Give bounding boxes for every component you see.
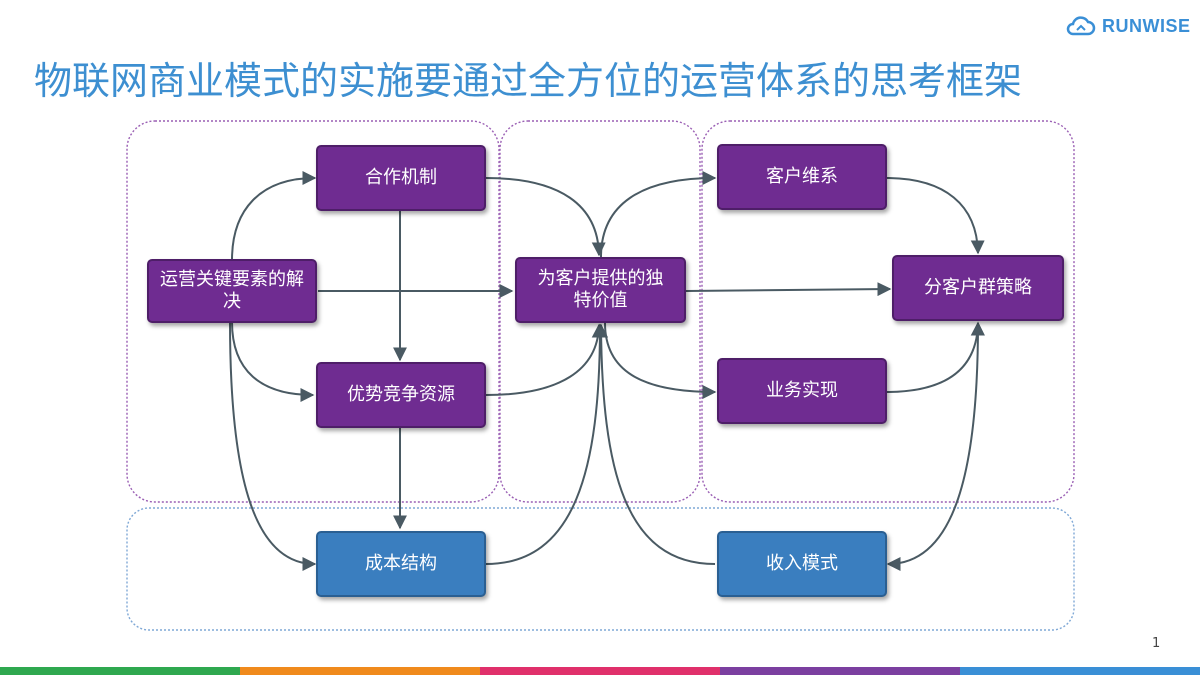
node-key-elements: 运营关键要素的解决 xyxy=(147,259,317,323)
node-customer-retention: 客户维系 xyxy=(717,144,887,210)
runwise-logo: RUNWISE xyxy=(1066,12,1191,40)
frame-left-group xyxy=(126,120,500,503)
connector-key-to-resources xyxy=(231,321,315,402)
node-cost-structure: 成本结构 xyxy=(316,531,486,597)
node-cooperation-mechanism: 合作机制 xyxy=(316,145,486,211)
connector-value-to-segments xyxy=(685,282,892,297)
node-customer-segment-strategy: 分客户群策略 xyxy=(892,255,1064,321)
connector-revenue-to-value xyxy=(594,323,716,565)
cloud-logo-icon xyxy=(1066,16,1096,36)
connector-business-to-segments xyxy=(885,321,985,393)
bar-segment-orange xyxy=(240,667,480,675)
connector-value-to-business xyxy=(604,322,717,399)
logo-text: RUNWISE xyxy=(1102,15,1191,36)
page-number: 1 xyxy=(1152,636,1161,651)
node-business-realization: 业务实现 xyxy=(717,358,887,424)
connector-value-to-retention xyxy=(600,171,717,258)
connector-cost-to-value xyxy=(485,323,607,565)
node-revenue-model: 收入模式 xyxy=(717,531,887,597)
connector-retention-to-segments xyxy=(885,177,985,255)
frame-center-group xyxy=(499,120,701,503)
page-title: 物联网商业模式的实施要通过全方位的运营体系的思考框架 xyxy=(34,59,1023,103)
connector-cooperation-to-value xyxy=(485,177,606,257)
connector-segments-revenue xyxy=(886,321,985,571)
frame-bottom-group xyxy=(126,507,1075,631)
connector-key-to-cost xyxy=(229,321,317,571)
frame-right-group xyxy=(701,120,1075,503)
node-competitive-resources: 优势竞争资源 xyxy=(316,362,486,428)
connector-resources-to-value xyxy=(485,323,606,396)
bar-segment-pink xyxy=(480,667,720,675)
bar-segment-blue xyxy=(960,667,1200,675)
bottom-color-bar xyxy=(0,667,1200,675)
connector-key-to-cooperation xyxy=(231,171,317,261)
bar-segment-purple xyxy=(720,667,960,675)
bar-segment-green xyxy=(0,667,240,675)
node-unique-customer-value: 为客户提供的独特价值 xyxy=(515,257,686,323)
